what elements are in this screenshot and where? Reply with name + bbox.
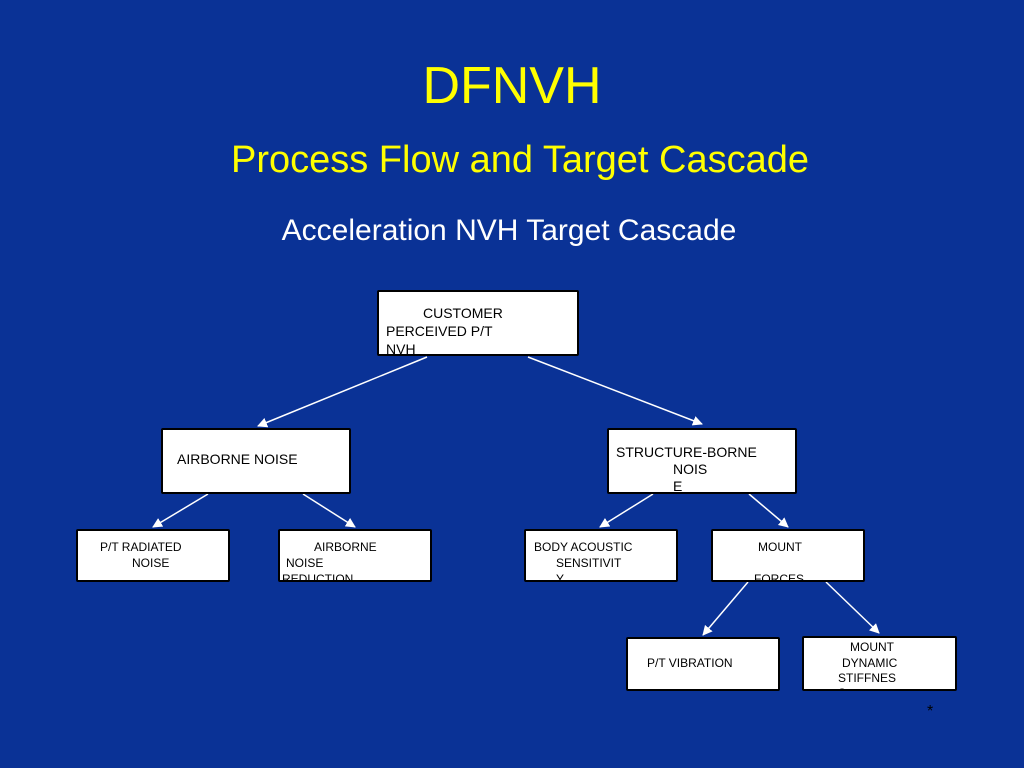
node-pt-radiated-line-2: NOISE (132, 556, 170, 570)
diagram-heading: Acceleration NVH Target Cascade (281, 214, 737, 247)
arrow-mount-forces-to-stiffness (825, 581, 880, 634)
node-stiffness-line-4: S (838, 686, 846, 689)
arrow-structure-to-mount-forces (748, 493, 789, 528)
node-body-acoustic-line-3: Y (556, 572, 565, 582)
node-customer-line-3: NVH (386, 341, 416, 356)
node-pt-vibration-line-1: P/T VIBRATION (647, 656, 733, 670)
slide-subtitle: Process Flow and Target Cascade (230, 139, 810, 181)
node-reduction-line-2: NOISE (286, 556, 324, 570)
node-customer-perceived-pt-nvh: CUSTOMER PERCEIVED P/T NVH (377, 290, 579, 356)
node-airborne-noise: AIRBORNE NOISE (161, 428, 351, 494)
node-structure-line-1: STRUCTURE-BORNE (616, 444, 757, 460)
node-pt-radiated-line-1: P/T RADIATED (100, 540, 182, 554)
node-customer-line-2: PERCEIVED P/T (386, 323, 493, 339)
node-body-acoustic-line-1: BODY ACOUSTIC (534, 540, 633, 554)
footnote-asterisk: * (927, 703, 934, 720)
node-structure-line-2: NOIS (673, 461, 708, 477)
node-structure-line-3: E (673, 478, 683, 494)
node-stiffness-line-2: DYNAMIC (842, 656, 898, 670)
node-structure-borne-noise: STRUCTURE-BORNE NOIS E (607, 428, 797, 494)
node-mount-dynamic-stiffness: MOUNT DYNAMIC STIFFNES S (802, 636, 957, 691)
node-pt-vibration: P/T VIBRATION (626, 637, 780, 691)
arrow-airborne-to-pt-radiated (152, 493, 209, 528)
node-body-acoustic-sensitivity: BODY ACOUSTIC SENSITIVIT Y (524, 529, 678, 582)
arrow-customer-to-structure (527, 356, 703, 426)
node-pt-radiated-noise: P/T RADIATED NOISE (76, 529, 230, 582)
node-body-acoustic-line-2: SENSITIVIT (556, 556, 622, 570)
node-stiffness-line-1: MOUNT (850, 640, 894, 654)
node-mount-forces: MOUNT FORCES (711, 529, 865, 582)
arrow-mount-forces-to-pt-vibration (702, 581, 749, 636)
arrow-structure-to-body-acoustic (599, 493, 654, 528)
arrow-airborne-to-reduction (302, 493, 356, 528)
node-customer-line-1: CUSTOMER (423, 305, 503, 321)
node-mount-forces-line-2: FORCES (754, 572, 805, 582)
node-stiffness-line-3: STIFFNES (838, 671, 897, 685)
node-airborne-noise-reduction: AIRBORNE NOISE REDUCTION (278, 529, 432, 582)
node-reduction-line-1: AIRBORNE (314, 540, 377, 554)
node-mount-forces-line-1: MOUNT (758, 540, 802, 554)
slide-title: DFNVH (422, 57, 602, 115)
node-airborne-line-1: AIRBORNE NOISE (177, 451, 298, 467)
node-reduction-line-3: REDUCTION (282, 572, 354, 582)
arrow-customer-to-airborne (257, 356, 428, 428)
